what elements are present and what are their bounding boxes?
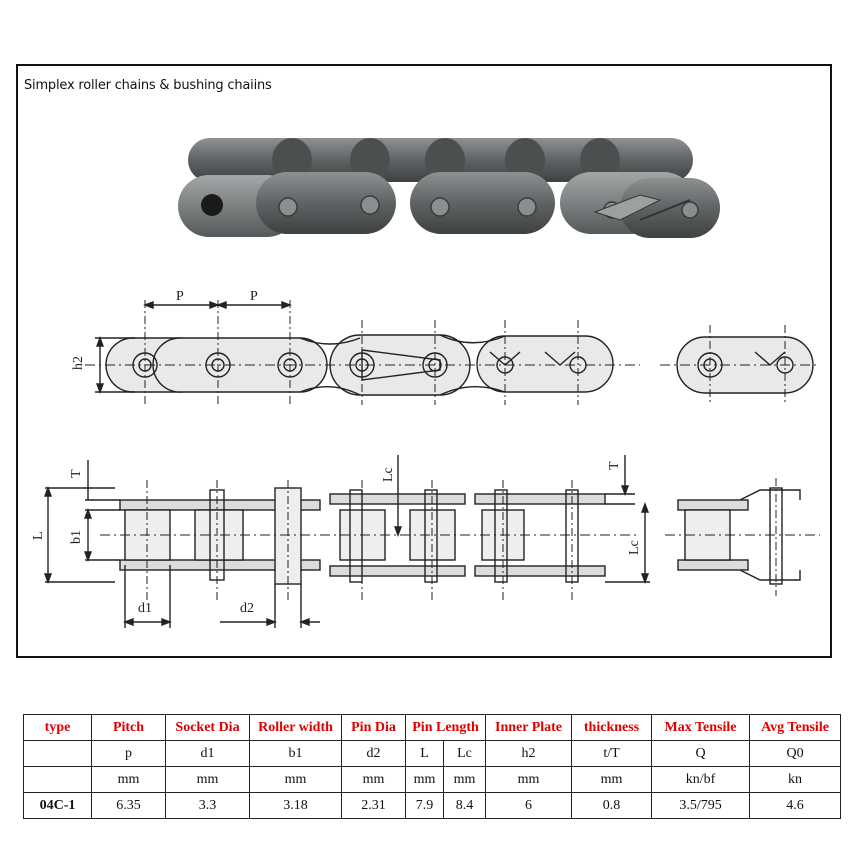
spec-table: type Pitch Socket Dia Roller width Pin D…: [23, 714, 842, 819]
cell-thickness: 0.8: [571, 792, 653, 819]
header-thickness: thickness: [571, 714, 653, 741]
chain-photo: [178, 138, 720, 238]
symbol-cell: [23, 740, 92, 767]
unit-cell: mm: [249, 766, 342, 793]
figure-title: Simplex roller chains & bushing chaiins: [24, 78, 272, 93]
cell-max-tensile: 3.5/795: [651, 792, 751, 819]
chain-end-view-bottom: [665, 478, 820, 596]
symbol-cell: Q0: [749, 740, 842, 767]
header-avg-tensile: Avg Tensile: [749, 714, 842, 741]
header-pin-length: Pin Length: [404, 714, 487, 741]
cell-pin-length-lc: 8.4: [442, 792, 487, 819]
symbol-cell: b1: [249, 740, 342, 767]
table-unit-row: mm mm mm mm mm mm mm mm kn/bf kn: [23, 766, 842, 793]
dim-label-h2: h2: [71, 356, 86, 370]
dim-label-d1: d1: [138, 601, 152, 616]
cell-pin-length-l: 7.9: [405, 792, 444, 819]
symbol-cell: Lc: [442, 740, 487, 767]
dim-label-b1: b1: [69, 530, 84, 544]
cell-pitch: 6.35: [91, 792, 166, 819]
dim-label-t-right: T: [607, 461, 622, 470]
dim-label-t-left: T: [69, 469, 84, 478]
cell-type: 04C-1: [23, 792, 92, 819]
cell-inner-plate: 6: [485, 792, 573, 819]
unit-cell: mm: [485, 766, 573, 793]
cell-avg-tensile: 4.6: [749, 792, 842, 819]
symbol-cell: t/T: [571, 740, 653, 767]
table-header-row: type Pitch Socket Dia Roller width Pin D…: [23, 714, 842, 741]
unit-cell: mm: [442, 766, 487, 793]
header-socket-dia: Socket Dia: [165, 714, 250, 741]
chain-side-view: [85, 300, 640, 405]
header-inner-plate: Inner Plate: [485, 714, 573, 741]
symbol-cell: d2: [341, 740, 406, 767]
unit-cell: mm: [91, 766, 166, 793]
unit-cell: [23, 766, 92, 793]
header-type: type: [23, 714, 92, 741]
dim-label-l: L: [31, 531, 46, 540]
symbol-cell: L: [405, 740, 444, 767]
cell-roller-width: 3.18: [249, 792, 342, 819]
dim-label-lc-right: Lc: [627, 540, 642, 555]
unit-cell: kn/bf: [651, 766, 751, 793]
unit-cell: mm: [405, 766, 444, 793]
header-max-tensile: Max Tensile: [651, 714, 751, 741]
symbol-cell: Q: [651, 740, 751, 767]
header-roller-width: Roller width: [249, 714, 342, 741]
cell-socket-dia: 3.3: [165, 792, 250, 819]
table-row: 04C-1 6.35 3.3 3.18 2.31 7.9 8.4 6 0.8 3…: [23, 792, 842, 819]
header-pin-dia: Pin Dia: [341, 714, 406, 741]
unit-cell: kn: [749, 766, 842, 793]
dim-label-p2: P: [250, 289, 258, 304]
unit-cell: mm: [341, 766, 406, 793]
unit-cell: mm: [165, 766, 250, 793]
dim-label-lc-center: Lc: [381, 467, 396, 482]
symbol-cell: d1: [165, 740, 250, 767]
symbol-cell: p: [91, 740, 166, 767]
cell-pin-dia: 2.31: [341, 792, 406, 819]
header-pitch: Pitch: [91, 714, 166, 741]
unit-cell: mm: [571, 766, 653, 793]
dim-label-p1: P: [176, 289, 184, 304]
symbol-cell: h2: [485, 740, 573, 767]
table-symbol-row: p d1 b1 d2 L Lc h2 t/T Q Q0: [23, 740, 842, 767]
chain-top-view: [43, 455, 650, 628]
chain-end-view-top: [660, 325, 820, 405]
dim-label-d2: d2: [240, 601, 254, 616]
